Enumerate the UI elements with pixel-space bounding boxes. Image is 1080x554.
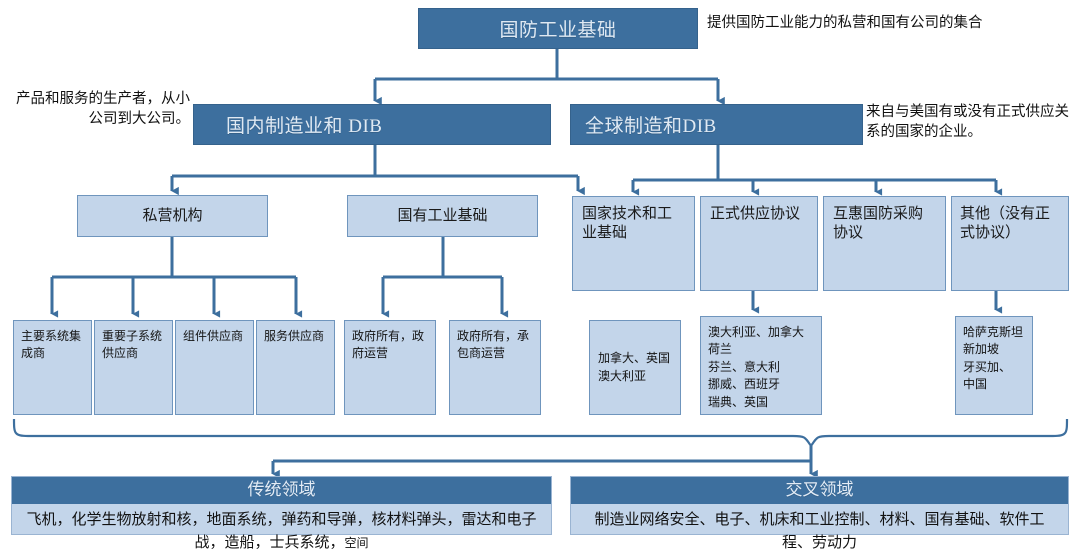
- note-left-mid: 产品和服务的生产者，从小公司到大公司。: [16, 91, 190, 127]
- leaf-government-owned-government-operated[interactable]: 政府所有，政府运营: [344, 320, 436, 415]
- leaf-other-countries[interactable]: 哈萨克斯坦 新加坡 牙买加、 中国: [955, 316, 1033, 415]
- node-label: 私营机构: [142, 207, 203, 224]
- leaf-label: 哈萨克斯坦 新加坡 牙买加、 中国: [963, 325, 1024, 392]
- node-reciprocal-defense-procurement[interactable]: 互惠国防采购协议: [823, 196, 946, 291]
- node-other-no-formal-agreement[interactable]: 其他（没有正式协议）: [951, 196, 1069, 291]
- leaf-label: 组件供应商: [183, 329, 244, 343]
- node-label: 国家技术和工业基础: [582, 206, 673, 241]
- leaf-service-suppliers[interactable]: 服务供应商: [256, 320, 335, 415]
- node-formal-supply-agreement[interactable]: 正式供应协议: [700, 196, 818, 291]
- panel-body-text: 飞机，化学生物放射和核，地面系统，弹药和导弹，核材料弹头，雷达和电子战，造船，士…: [26, 512, 537, 551]
- node-global-manufacturing-dib[interactable]: 全球制造和DIB: [570, 104, 863, 145]
- note-right-mid: 来自与美国有或没有正式供应关系的国家的企业。: [866, 104, 1069, 140]
- leaf-label: 政府所有，承包商运营: [457, 329, 530, 361]
- leaf-component-suppliers[interactable]: 组件供应商: [175, 320, 254, 415]
- node-label: 全球制造和DIB: [585, 116, 717, 137]
- leaf-label: 澳大利亚、加拿大 荷兰 芬兰、意大利 挪威、西班牙 瑞典、英国: [708, 325, 805, 409]
- panel-header: 传统领域: [12, 477, 551, 504]
- diagram-canvas: 国防工业基础 提供国防工业能力的私营和国有公司的集合 国内制造业和 DIB 全球…: [11, 8, 1069, 551]
- panel-body: 制造业网络安全、电子、机床和工业控制、材料、国有基础、软件工程、劳动力: [571, 504, 1068, 554]
- panel-body: 飞机，化学生物放射和核，地面系统，弹药和导弹，核材料弹头，雷达和电子战，造船，士…: [12, 504, 551, 554]
- leaf-formal-supply-countries[interactable]: 澳大利亚、加拿大 荷兰 芬兰、意大利 挪威、西班牙 瑞典、英国: [700, 316, 822, 415]
- node-national-tech-industrial-base[interactable]: 国家技术和工业基础: [572, 196, 695, 291]
- node-label: 正式供应协议: [710, 206, 801, 222]
- leaf-prime-system-integrators[interactable]: 主要系统集成商: [13, 320, 92, 415]
- node-state-owned-industrial-base[interactable]: 国有工业基础: [347, 195, 538, 237]
- panel-body-text: 制造业网络安全、电子、机床和工业控制、材料、国有基础、软件工程、劳动力: [594, 512, 1045, 551]
- node-label: 国有工业基础: [397, 207, 488, 224]
- node-label: 国内制造业和 DIB: [226, 116, 383, 137]
- panel-traditional-domains[interactable]: 传统领域 飞机，化学生物放射和核，地面系统，弹药和导弹，核材料弹头，雷达和电子战…: [11, 476, 552, 551]
- panel-crosscutting-domains[interactable]: 交叉领域 制造业网络安全、电子、机床和工业控制、材料、国有基础、软件工程、劳动力: [570, 476, 1069, 551]
- panel-body-small: 空间: [344, 535, 369, 550]
- leaf-label: 主要系统集成商: [21, 329, 82, 361]
- panel-header: 交叉领域: [571, 477, 1068, 504]
- node-domestic-manufacturing-dib[interactable]: 国内制造业和 DIB: [193, 104, 551, 145]
- leaf-ntib-countries[interactable]: 加拿大、英国澳大利亚: [589, 320, 681, 415]
- note-top-right: 提供国防工业能力的私营和国有公司的集合: [707, 15, 983, 31]
- leaf-major-subsystem-suppliers[interactable]: 重要子系统供应商: [94, 320, 173, 415]
- node-defense-industrial-base[interactable]: 国防工业基础: [418, 8, 698, 49]
- node-label: 其他（没有正式协议）: [960, 206, 1051, 241]
- node-label: 互惠国防采购协议: [833, 206, 924, 241]
- leaf-government-owned-contractor-operated[interactable]: 政府所有，承包商运营: [449, 320, 541, 415]
- leaf-label: 政府所有，政府运营: [352, 329, 425, 361]
- node-label: 国防工业基础: [499, 20, 617, 41]
- leaf-label: 重要子系统供应商: [102, 329, 163, 361]
- leaf-label: 服务供应商: [264, 329, 325, 343]
- node-private-institutions[interactable]: 私营机构: [77, 195, 268, 237]
- leaf-label: 加拿大、英国澳大利亚: [598, 351, 671, 383]
